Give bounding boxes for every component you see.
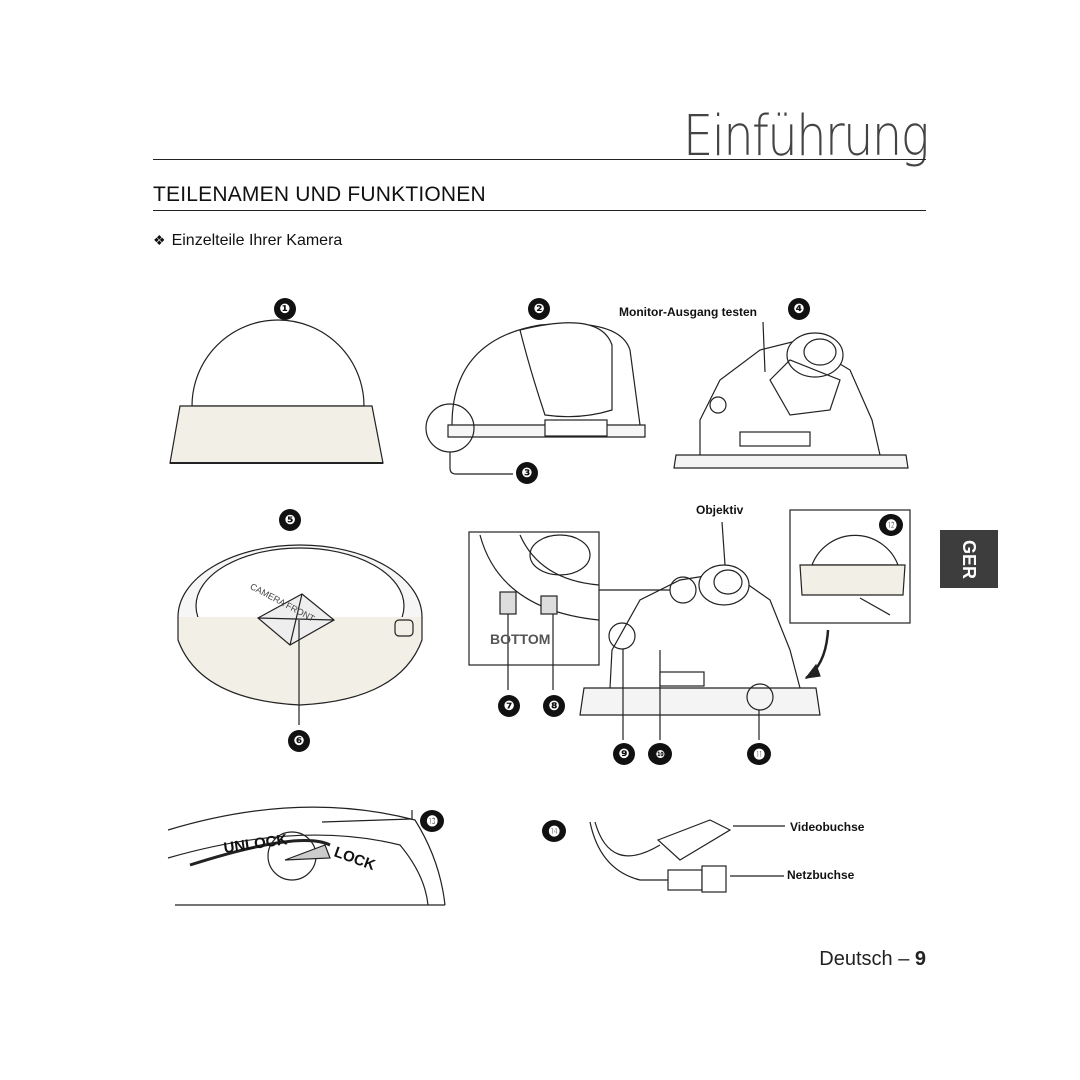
- callout-4: ❹: [788, 298, 810, 320]
- mounting-base-drawing: [177, 544, 423, 725]
- dome-cover-drawing: [169, 319, 384, 464]
- callout-2: ❷: [528, 298, 550, 320]
- camera-module-lens-drawing: [579, 521, 821, 740]
- chapter-rule: [153, 159, 926, 160]
- callout-14: ⓮: [542, 820, 566, 842]
- footer-language: Deutsch: [819, 948, 893, 970]
- lock-text: LOCK: [332, 844, 378, 875]
- diamond-bullet-icon: ❖: [153, 232, 166, 248]
- callout-1: ❶: [274, 298, 296, 320]
- cable-drawing: [589, 819, 785, 893]
- callout-13: ⓭: [420, 810, 444, 832]
- page-number: 9: [914, 948, 926, 970]
- callout-12: ⓬: [879, 514, 903, 536]
- page-footer: Deutsch – 9: [819, 948, 926, 971]
- language-tab: GER: [940, 530, 998, 588]
- sub-heading: ❖ Einzelteile Ihrer Kamera: [153, 232, 342, 250]
- power-jack-label: Netzbuchse: [787, 868, 855, 882]
- callout-3: ❸: [516, 462, 538, 484]
- footer-separator: –: [898, 948, 910, 970]
- callout-11: ⓫: [747, 743, 771, 765]
- dome-side-drawing: [789, 509, 911, 680]
- section-heading: TEILENAMEN UND FUNKTIONEN: [153, 183, 486, 206]
- camera-module-drawing: [673, 321, 909, 469]
- callout-5: ❺: [279, 509, 301, 531]
- callout-6: ❻: [288, 730, 310, 752]
- callout-7: ❼: [498, 695, 520, 717]
- video-jack-label: Videobuchse: [790, 820, 865, 834]
- bottom-text: BOTTOM: [490, 631, 550, 647]
- bottom-inset-drawing: [468, 531, 670, 690]
- chapter-title: Einführung: [683, 104, 930, 169]
- callout-10: ❿: [648, 743, 672, 765]
- language-tab-label: GER: [959, 539, 980, 579]
- dome-with-shade-drawing: [425, 322, 646, 475]
- monitor-output-label: Monitor-Ausgang testen: [619, 305, 757, 319]
- unlock-text: UNLOCK: [223, 831, 289, 857]
- sub-heading-text: Einzelteile Ihrer Kamera: [171, 232, 343, 249]
- section-rule: [153, 210, 926, 211]
- lock-ring-drawing: [167, 806, 446, 906]
- callout-8: ❽: [543, 695, 565, 717]
- callout-9: ❾: [613, 743, 635, 765]
- lens-label: Objektiv: [696, 503, 744, 517]
